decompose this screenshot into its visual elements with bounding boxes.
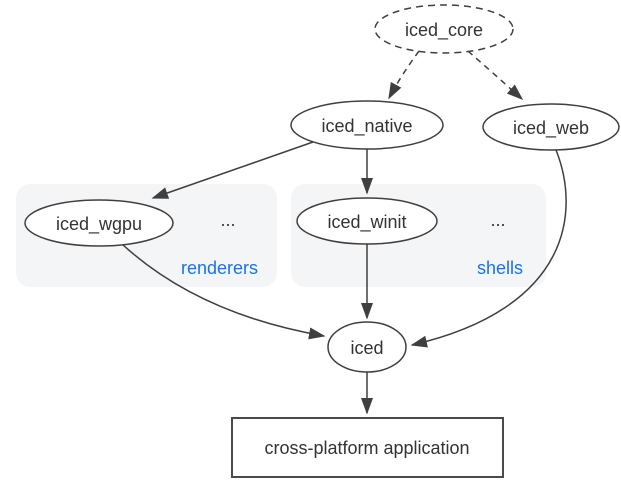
node-iced_wgpu: iced_wgpu <box>24 199 174 247</box>
renderers-group-label: renderers <box>181 258 258 278</box>
iced-label: iced <box>350 338 383 358</box>
iced_core-label: iced_core <box>405 20 483 41</box>
shells-group-label: shells <box>477 258 523 278</box>
application-label: cross-platform application <box>264 438 469 458</box>
edge-iced_core-to-iced_web <box>467 50 524 100</box>
iced_wgpu-label: iced_wgpu <box>56 214 142 235</box>
iced_native-ellipse <box>290 100 444 150</box>
iced-ellipse <box>327 321 407 373</box>
iced_winit-label: iced_winit <box>327 212 406 233</box>
node-iced_winit: iced_winit <box>296 197 438 245</box>
iced_web-ellipse <box>482 103 620 151</box>
edge-iced_native-to-iced_wgpu <box>151 141 314 199</box>
node-cross-platform-application: cross-platform application <box>231 417 504 478</box>
renderers-ellipsis: ... <box>220 210 235 230</box>
iced_core-ellipse <box>374 4 514 54</box>
node-iced_core: iced_core <box>374 4 514 54</box>
iced_winit-ellipse <box>296 197 438 245</box>
node-iced_web: iced_web <box>482 103 620 151</box>
iced_native-label: iced_native <box>321 116 412 137</box>
edge-iced_web-to-iced <box>410 149 567 348</box>
node-iced_native: iced_native <box>290 100 444 150</box>
edge-iced_wgpu-to-iced <box>121 243 326 340</box>
node-iced: iced <box>327 321 407 373</box>
edge-iced_core-to-iced_native <box>388 50 420 100</box>
shells-ellipsis: ... <box>490 210 505 230</box>
edges <box>121 50 567 415</box>
iced_wgpu-ellipse <box>24 199 174 247</box>
iced_web-label: iced_web <box>513 118 589 139</box>
application-rect <box>231 417 504 478</box>
